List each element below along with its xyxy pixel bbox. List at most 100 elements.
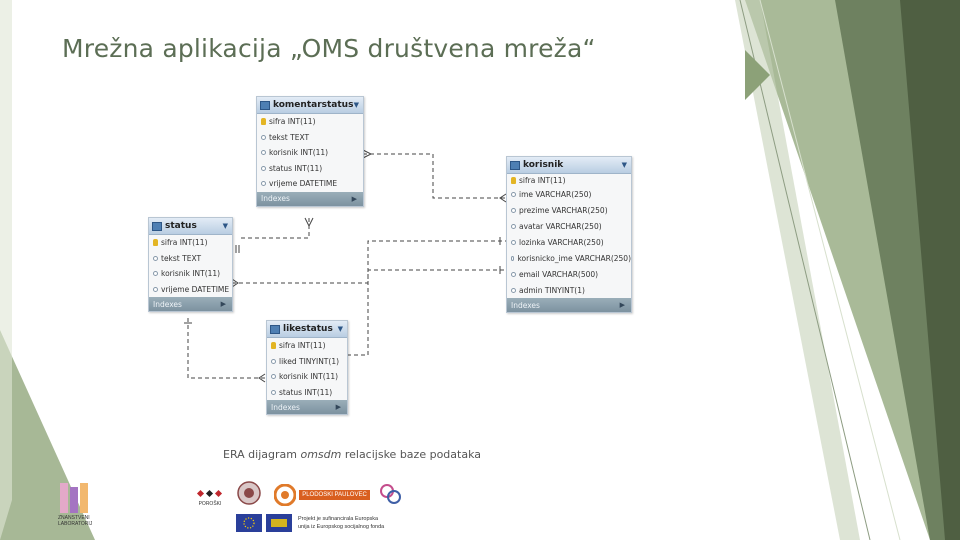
column-row: sifra INT(11)	[149, 235, 232, 251]
table-name: korisnik	[523, 160, 564, 170]
chevron-down-icon: ▼	[621, 161, 627, 169]
caption-italic: omsdm	[300, 448, 342, 461]
column-label: status INT(11)	[279, 387, 333, 397]
column-label: sifra INT(11)	[519, 175, 566, 185]
indexes-label: Indexes	[511, 300, 540, 310]
column-icon	[271, 358, 276, 364]
column-icon	[511, 191, 516, 197]
table-icon	[260, 100, 270, 110]
slide-title: Mrežna aplikacija „OMS društvena mreža“	[62, 34, 596, 63]
column-icon	[261, 181, 266, 187]
table-komentarstatus: komentarstatus▼ sifra INT(11) tekst TEXT…	[256, 96, 364, 207]
laboratorij-logo: ZNANSTVENI LABORATORIJ	[58, 478, 122, 530]
column-icon	[153, 255, 158, 261]
expand-arrow-icon: ▶	[220, 300, 226, 308]
key-icon	[271, 342, 276, 350]
table-name: status	[165, 221, 197, 231]
school-logo	[376, 480, 404, 510]
column-label: vrijeme DATETIME	[161, 284, 230, 294]
table-icon	[510, 160, 520, 170]
column-row: prezime VARCHAR(250)	[507, 202, 631, 218]
table-name: likestatus	[283, 324, 333, 334]
er-diagram: komentarstatus▼ sifra INT(11) tekst TEXT…	[140, 88, 640, 428]
column-row: vrijeme DATETIME	[257, 176, 363, 192]
column-label: sifra INT(11)	[279, 341, 326, 351]
column-row: tekst TEXT	[257, 130, 363, 146]
column-label: prezime VARCHAR(250)	[519, 205, 608, 215]
eu-text-line1: Projekt je sufinancirala Europska	[298, 516, 379, 522]
esf-flag-icon	[266, 514, 292, 532]
table-header: korisnik ▼	[507, 157, 631, 174]
table-korisnik: korisnik ▼ sifra INT(11) ime VARCHAR(250)…	[506, 156, 632, 313]
column-icon	[511, 239, 516, 245]
diagram-caption: ERA dijagram omsdm relacijske baze podat…	[223, 448, 481, 461]
column-row: tekst TEXT	[149, 251, 232, 267]
bullet-arrow-icon	[745, 50, 770, 100]
table-header: komentarstatus▼	[257, 97, 363, 114]
expand-arrow-icon: ▶	[351, 194, 357, 203]
column-label: korisnik INT(11)	[279, 372, 339, 382]
column-label: email VARCHAR(500)	[519, 269, 599, 279]
column-label: vrijeme DATETIME	[269, 179, 338, 189]
porosi-logo: POROŠKI	[186, 482, 234, 510]
chevron-down-icon: ▼	[222, 222, 228, 230]
indexes-bar: Indexes ▶	[257, 191, 363, 206]
column-row: lozinka VARCHAR(250)	[507, 234, 631, 250]
school-mark-icon	[380, 484, 401, 504]
column-icon	[153, 286, 158, 292]
key-icon	[153, 239, 158, 247]
column-row: vrijeme DATETIME	[149, 282, 232, 298]
column-icon	[511, 287, 516, 293]
crest-logo	[236, 478, 262, 510]
column-label: korisnik INT(11)	[269, 148, 329, 158]
indexes-label: Indexes	[153, 299, 182, 309]
table-icon	[270, 324, 280, 334]
indexes-bar: Indexes▶	[507, 298, 631, 312]
column-icon	[511, 223, 516, 229]
indexes-bar: Indexes ▶	[267, 400, 347, 414]
porosi-mark-icon	[196, 489, 223, 498]
column-row: status INT(11)	[257, 161, 363, 177]
indexes-label: Indexes	[271, 402, 300, 412]
table-name: komentarstatus	[273, 100, 354, 110]
column-row: korisnicko_ime VARCHAR(250)	[507, 250, 631, 266]
eu-text-line2: unija iz Europskog socijalnog fonda	[298, 524, 385, 530]
column-icon	[261, 165, 266, 171]
column-icon	[261, 134, 266, 140]
column-label: lozinka VARCHAR(250)	[519, 237, 604, 247]
column-row: sifra INT(11)	[257, 114, 363, 130]
column-label: korisnicko_ime VARCHAR(250)	[517, 253, 631, 263]
table-status: status ▼ sifra INT(11) tekst TEXT korisni…	[148, 217, 233, 312]
key-icon	[261, 118, 266, 126]
laboratorij-mark-icon	[60, 483, 88, 513]
column-row: korisnik INT(11)	[267, 369, 347, 385]
porosi-text: POROŠKI	[198, 501, 222, 507]
column-label: tekst TEXT	[161, 253, 202, 263]
eu-funding-logo: Projekt je sufinancirala Europska unija …	[236, 512, 396, 534]
chevron-down-icon: ▼	[353, 101, 359, 109]
column-label: sifra INT(11)	[161, 238, 208, 248]
column-row: admin TINYINT(1)	[507, 282, 631, 298]
indexes-bar: Indexes ▶	[149, 297, 232, 311]
laboratorij-text: ZNANSTVENI LABORATORIJ	[58, 515, 93, 527]
column-label: korisnik INT(11)	[161, 269, 221, 279]
expand-arrow-icon: ▶	[335, 403, 341, 411]
column-label: status INT(11)	[269, 163, 323, 173]
eu-flag-icon	[236, 514, 262, 532]
footer-logos: ZNANSTVENI LABORATORIJ POROŠKI PLODOSKI …	[58, 474, 438, 538]
crest-icon	[237, 481, 261, 505]
column-icon	[261, 150, 266, 156]
column-label: admin TINYINT(1)	[519, 285, 585, 295]
column-label: sifra INT(11)	[269, 117, 316, 127]
column-label: tekst TEXT	[269, 132, 310, 142]
column-row: korisnik INT(11)	[149, 266, 232, 282]
caption-prefix: ERA dijagram	[223, 448, 301, 461]
column-icon	[271, 389, 276, 395]
indexes-label: Indexes	[261, 194, 290, 203]
column-icon	[153, 271, 158, 277]
column-row: status INT(11)	[267, 385, 347, 401]
column-row: ime VARCHAR(250)	[507, 186, 631, 202]
caption-suffix: relacijske baze podataka	[341, 448, 481, 461]
column-icon	[271, 374, 276, 380]
